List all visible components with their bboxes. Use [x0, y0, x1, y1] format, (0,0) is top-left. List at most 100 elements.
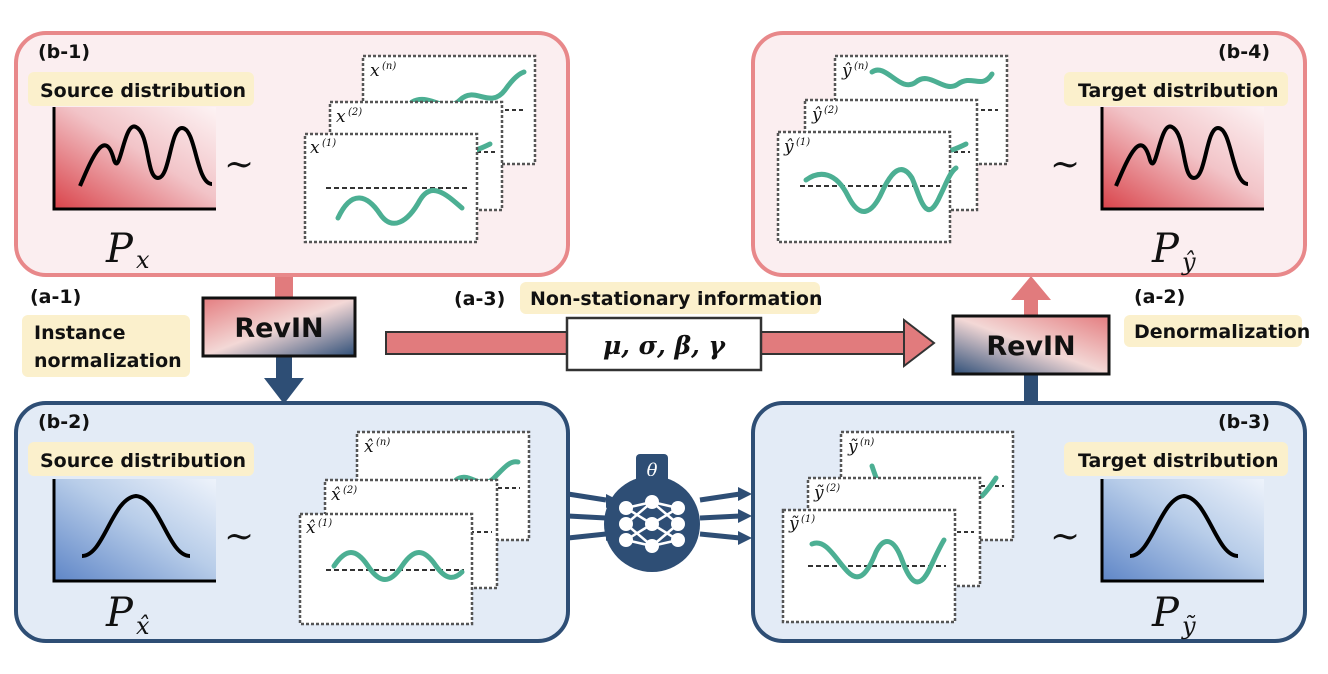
svg-text:P: P	[105, 590, 134, 636]
svg-text:x̂: x̂	[331, 485, 341, 505]
svg-text:ŷ: ŷ	[811, 105, 822, 125]
step-a3-label: Non-stationary information	[530, 288, 822, 310]
svg-text:(1): (1)	[318, 518, 332, 529]
svg-text:x: x	[370, 61, 380, 81]
svg-text:(2): (2)	[824, 105, 838, 116]
step-a3-tag: (a-3)	[454, 288, 505, 310]
panel-b3-tag: (b-3)	[1218, 411, 1270, 433]
panel-b1-tilde: ∼	[224, 144, 254, 185]
svg-text:(1): (1)	[322, 138, 336, 149]
panel-b2-gaussian-curve	[81, 493, 191, 558]
red-stem-revin-to-b4	[1024, 298, 1038, 316]
panel-b4-distribution-symbol: P ŷ	[1151, 226, 1196, 276]
panel-b3-target-normalized: (b-3) Target distribution ∼ P ỹ ỹ (n) ỹ	[751, 401, 1307, 643]
panel-b4-label-bg	[1064, 72, 1288, 106]
svg-text:x: x	[336, 107, 346, 127]
panel-b2-sequence-stack: x̂ (n) x̂ (2) x̂ (1)	[298, 430, 531, 626]
panel-b2-label-bg	[28, 442, 254, 476]
step-a2-tag: (a-2)	[1134, 286, 1185, 308]
svg-text:(1): (1)	[796, 137, 810, 148]
panel-b4-tilde: ∼	[1050, 144, 1080, 185]
panel-b2-tilde: ∼	[224, 516, 254, 557]
step-a2-label-bg	[1124, 315, 1302, 347]
panel-b2-sequence-1: x̂ (1)	[298, 512, 474, 626]
red-arrowhead-up-icon	[1011, 276, 1051, 300]
neural-network-model: θ	[604, 454, 700, 572]
svg-text:x: x	[310, 138, 320, 158]
svg-text:(2): (2)	[348, 107, 362, 118]
svg-text:(n): (n)	[860, 437, 874, 448]
panel-b2-tag: (b-2)	[38, 411, 90, 433]
svg-text:ŷ: ŷ	[1181, 248, 1196, 276]
panel-b1-multimodal-curve	[78, 124, 213, 187]
svg-text:ỹ: ỹ	[813, 483, 824, 503]
svg-text:(2): (2)	[343, 485, 357, 496]
blue-stem-b3-to-revin	[1024, 374, 1038, 404]
svg-text:(n): (n)	[376, 437, 390, 448]
step-a2-label: Denormalization	[1134, 321, 1310, 343]
model-theta: θ	[647, 460, 658, 481]
blue-arrowhead-down-icon	[264, 378, 304, 404]
panel-b1-sequence-stack: x (n) x (2) x (1)	[303, 54, 537, 244]
step-a1-tag: (a-1)	[30, 286, 81, 308]
panel-b3-dist-label: Target distribution	[1078, 450, 1279, 472]
svg-text:x: x	[136, 246, 150, 274]
svg-text:ỹ: ỹ	[788, 514, 799, 534]
panel-b2-distribution-plot	[52, 479, 216, 583]
params-text: μ, σ, β, γ	[603, 331, 727, 360]
panel-b1-dist-label: Source distribution	[40, 80, 246, 102]
svg-text:(n): (n)	[854, 61, 868, 72]
panel-b2-dist-label: Source distribution	[40, 450, 246, 472]
panel-b1-sequence-1: x (1)	[303, 132, 479, 244]
panel-b1-label-bg	[28, 72, 254, 106]
panel-b1-source-original: (b-1) Source distribution ∼ P x x (n) x	[14, 31, 570, 277]
blue-stem-revin-to-b2	[276, 356, 292, 380]
panel-b4-sequence-1: ŷ (1)	[776, 130, 959, 244]
step-a1-line2: normalization	[34, 350, 182, 372]
panel-b4-dist-label: Target distribution	[1078, 80, 1279, 102]
step-a1-line1: Instance	[34, 322, 125, 344]
svg-text:ŷ: ŷ	[841, 61, 852, 81]
panel-b4-target-restored: (b-4) Target distribution ∼ P ŷ ŷ (n) ŷ	[751, 31, 1307, 277]
svg-text:P: P	[105, 226, 134, 272]
panel-b1-tag: (b-1)	[38, 41, 90, 63]
theta-tab	[636, 454, 668, 484]
panel-b2-source-normalized: (b-2) Source distribution ∼ P x̂ x̂ (n) …	[14, 401, 570, 643]
svg-text:ŷ: ŷ	[783, 137, 794, 157]
panel-b3-distribution-symbol: P ỹ	[1151, 590, 1196, 640]
panel-b4-tag: (b-4)	[1218, 41, 1270, 63]
svg-text:P: P	[1151, 590, 1180, 636]
panel-b4-distribution-plot	[1100, 107, 1264, 211]
panel-b4-sequence-stack: ŷ (n) ŷ (2) ŷ (1)	[776, 54, 1009, 244]
revin-normalize-label: RevIN	[234, 313, 323, 344]
panel-b3-label-bg	[1064, 442, 1288, 476]
non-stationary-info-arrow: μ, σ, β, γ	[385, 316, 936, 372]
svg-text:x̂: x̂	[306, 518, 316, 538]
panel-b3-sequence-1: ỹ (1)	[781, 508, 957, 624]
svg-text:(n): (n)	[382, 61, 396, 72]
panel-b1-distribution-symbol: P x	[105, 226, 150, 274]
revin-normalize-block: RevIN	[201, 296, 357, 358]
step-a1-label-bg	[22, 315, 190, 377]
svg-text:ỹ: ỹ	[847, 437, 858, 457]
panel-b4-multimodal-curve	[1114, 124, 1249, 187]
params-box	[565, 316, 763, 372]
panel-b3-tilde: ∼	[1050, 516, 1080, 557]
network-nodes	[619, 495, 685, 553]
revin-denormalize-block: RevIN	[951, 314, 1111, 376]
panel-b3-sequence-stack: ỹ (n) ỹ (2) ỹ (1)	[781, 430, 1015, 624]
revin-denormalize-label: RevIN	[986, 331, 1075, 362]
svg-text:(1): (1)	[801, 514, 815, 525]
svg-text:P: P	[1151, 226, 1180, 272]
revin-denormalize-connectors	[1011, 276, 1051, 404]
step-a3-label-bg	[520, 282, 820, 314]
svg-text:ỹ: ỹ	[1181, 612, 1196, 640]
panel-b1-distribution-plot	[52, 107, 216, 211]
panel-b2-distribution-symbol: P x̂	[105, 590, 150, 640]
svg-text:x̂: x̂	[136, 612, 150, 640]
svg-text:(2): (2)	[826, 483, 840, 494]
panel-b3-distribution-plot	[1100, 479, 1264, 583]
panel-b3-gaussian-curve	[1129, 493, 1239, 558]
svg-text:x̂: x̂	[364, 437, 374, 457]
